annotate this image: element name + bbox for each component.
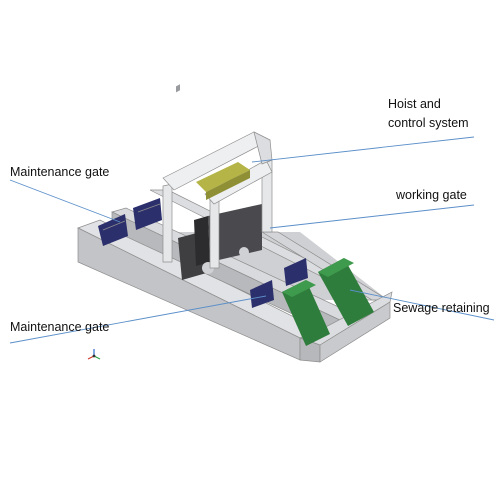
maintenance-gate-label-lower: Maintenance gate	[10, 320, 109, 334]
maintenance-gate-panel	[284, 258, 308, 286]
maintenance-gate-panel	[98, 214, 128, 246]
hoist-leg	[162, 183, 173, 263]
leader-hoist	[251, 136, 475, 163]
sewage-gate-panel-top	[282, 280, 316, 297]
sewage-gate-panel	[282, 280, 330, 346]
hoist-beam-end	[253, 131, 273, 165]
sewage-retaining-gates	[282, 258, 374, 346]
working-gate-assembly	[178, 204, 262, 280]
maintenance-gate-panel	[250, 280, 274, 308]
sewage-retaining-label: Sewage retaining	[393, 301, 490, 315]
downstream-maintenance-gates	[250, 258, 308, 308]
upstream-maintenance-gates	[98, 198, 162, 246]
hoist-motor-side	[206, 170, 250, 200]
working-gate-body	[208, 204, 262, 262]
working-gate-label: working gate	[395, 188, 467, 202]
working-gate-side	[194, 216, 210, 266]
leader-sewage	[349, 289, 495, 321]
hoist-frame	[162, 84, 273, 269]
end-wall-face	[319, 301, 391, 363]
sewage-gate-panel-top	[318, 258, 354, 277]
hoist-motor	[196, 162, 250, 192]
hoist-leg	[209, 193, 220, 269]
hoist-label-line1: Hoist and	[388, 97, 441, 111]
leader-maintenance-lower	[9, 295, 267, 344]
gate-opening	[239, 247, 249, 257]
leader-working-gate	[269, 204, 475, 229]
maintenance-gate-label-upper: Maintenance gate	[10, 165, 109, 179]
sewage-gate-panel	[318, 258, 374, 326]
coordinate-axes-icon	[87, 349, 101, 360]
leader-maintenance-upper	[9, 179, 121, 223]
leader-lines	[9, 136, 495, 344]
hoist-label-line2: control system	[388, 116, 469, 130]
